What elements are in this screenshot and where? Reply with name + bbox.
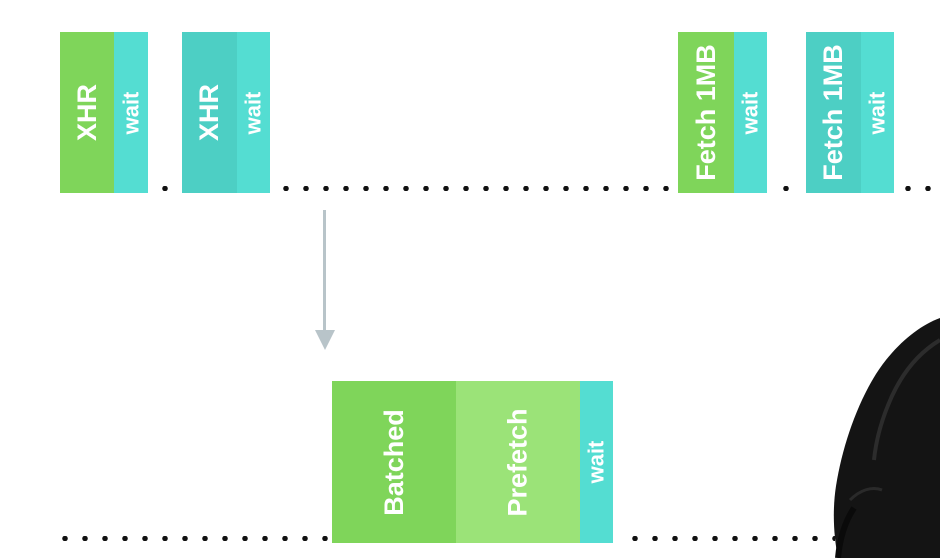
wait-label-4: wait (864, 91, 890, 134)
prefetch-label: Prefetch (502, 407, 533, 517)
xhr-label-2: XHR (194, 83, 225, 142)
batched-block: Batched (332, 381, 456, 543)
arrow-shaft (323, 210, 326, 332)
top-timeline-dots-2 (276, 186, 678, 191)
wait-label-3: wait (737, 91, 763, 134)
wait-block-3: wait (734, 32, 767, 193)
xhr-request-block-1: XHR (60, 32, 114, 193)
wait-block-batched: wait (580, 381, 613, 543)
xhr-label-1: XHR (71, 83, 102, 142)
presenter-photo (833, 318, 940, 558)
top-timeline-dots-3 (776, 186, 800, 191)
fetch-label-2: Fetch 1MB (818, 44, 848, 181)
top-timeline-dots-1 (155, 186, 177, 191)
down-arrow-icon (315, 330, 335, 350)
wait-label-1: wait (118, 91, 144, 134)
batched-label: Batched (378, 408, 409, 516)
wait-block-1: wait (114, 32, 148, 193)
wait-block-4: wait (861, 32, 894, 193)
wait-label-2: wait (240, 91, 266, 134)
fetch-request-block-1: Fetch 1MB (678, 32, 734, 193)
fetch-request-block-2: Fetch 1MB (806, 32, 861, 193)
bottom-timeline-dots-1 (55, 536, 332, 541)
bottom-timeline-dots-2 (625, 536, 835, 541)
fetch-label-1: Fetch 1MB (690, 44, 721, 181)
top-timeline-dots-4 (898, 186, 940, 191)
xhr-request-block-2: XHR (182, 32, 237, 193)
prefetch-block: Prefetch (456, 381, 580, 543)
wait-block-2: wait (237, 32, 270, 193)
wait-label-batched: wait (583, 440, 609, 484)
